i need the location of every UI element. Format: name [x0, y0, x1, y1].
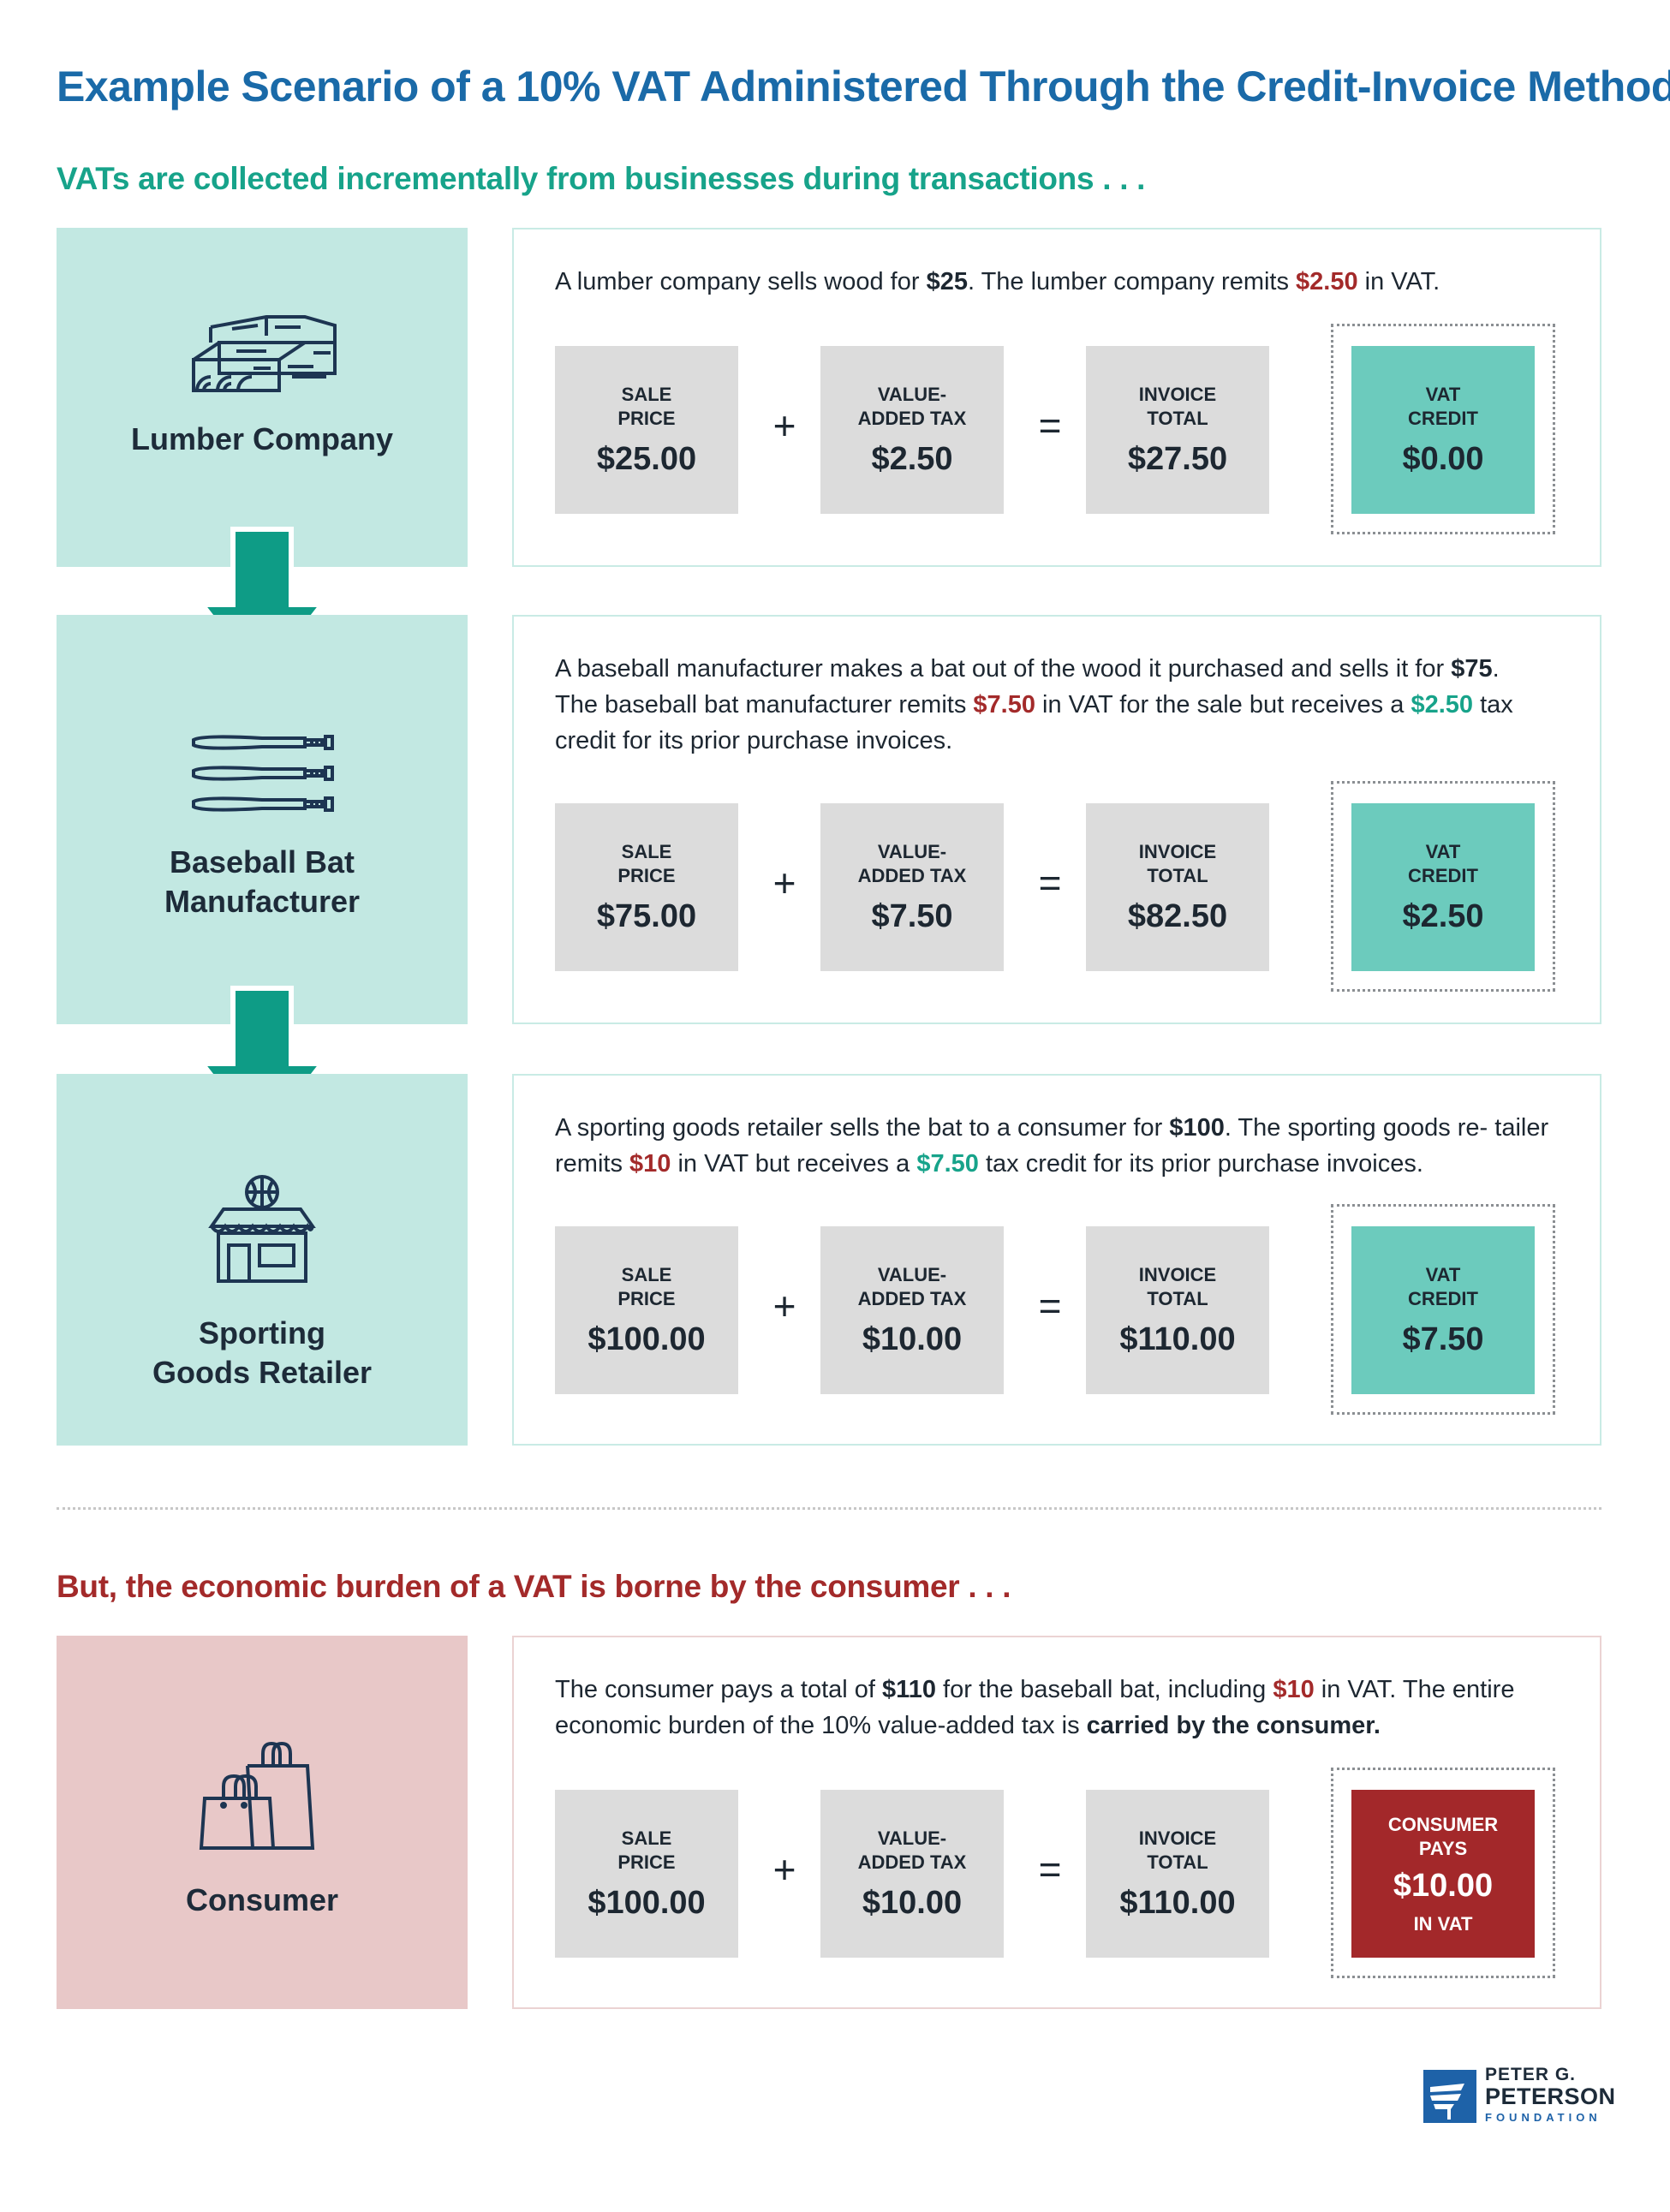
logo-line-3: FOUNDATION — [1485, 2111, 1601, 2124]
retailer-detail-panel: A sporting goods retailer sells the bat … — [512, 1074, 1601, 1446]
lumber-panel: Lumber Company — [57, 228, 468, 567]
torch-logo-icon — [1423, 2070, 1476, 2123]
lumber-detail-panel: A lumber company sells wood for $25. The… — [512, 228, 1601, 567]
storefront-icon — [206, 1173, 318, 1285]
vat-box: VALUE- ADDED TAX $7.50 — [820, 803, 1004, 971]
invoice-total-box: INVOICE TOTAL $110.00 — [1086, 1790, 1269, 1958]
consumer-pays-box: CONSUMER PAYS $10.00 IN VAT — [1351, 1790, 1535, 1958]
equals-sign: = — [1038, 861, 1062, 905]
subtitle-collection: VATs are collected incrementally from bu… — [57, 161, 1146, 196]
plus-sign: + — [772, 861, 796, 905]
logo-line-2: PETERSON — [1485, 2084, 1616, 2109]
baseball-bats-icon — [185, 731, 339, 817]
retailer-panel: Sporting Goods Retailer — [57, 1074, 468, 1446]
consumer-description: The consumer pays a total of $110 for th… — [555, 1676, 1515, 1739]
vat-box: VALUE- ADDED TAX $10.00 — [820, 1226, 1004, 1394]
vat-credit-frame — [1331, 1204, 1555, 1415]
subtitle-burden: But, the economic burden of a VAT is bor… — [57, 1569, 1011, 1604]
sale-price-box: SALE PRICE $100.00 — [555, 1790, 738, 1958]
invoice-total-box: INVOICE TOTAL $110.00 — [1086, 1226, 1269, 1394]
consumer-pays-frame — [1331, 1768, 1555, 1978]
stage-name-lumber: Lumber Company — [130, 421, 394, 456]
section-divider — [57, 1507, 1601, 1510]
stage-name-bat-manufacturer: Baseball Bat Manufacturer — [164, 844, 361, 919]
retailer-description: A sporting goods retailer sells the bat … — [555, 1114, 1549, 1178]
stage-name-retailer: Sporting Goods Retailer — [152, 1315, 373, 1390]
invoice-total-box: INVOICE TOTAL $82.50 — [1086, 803, 1269, 971]
vat-credit-box: VAT CREDIT $7.50 — [1351, 1226, 1535, 1394]
invoice-total-box: INVOICE TOTAL $27.50 — [1086, 346, 1269, 514]
page-title: Example Scenario of a 10% VAT Administer… — [57, 63, 1670, 110]
plus-sign: + — [772, 1847, 796, 1892]
shopping-bags-icon — [198, 1740, 326, 1851]
consumer-panel: Consumer — [57, 1636, 468, 2009]
sale-price-box: SALE PRICE $100.00 — [555, 1226, 738, 1394]
bat-manufacturer-detail-panel: A baseball manufacturer makes a bat out … — [512, 615, 1601, 1024]
plus-sign: + — [772, 1284, 796, 1328]
vat-credit-frame — [1331, 324, 1555, 534]
stage-name-consumer: Consumer — [185, 1882, 339, 1917]
equals-sign: = — [1038, 1284, 1062, 1328]
sale-price-box: SALE PRICE $75.00 — [555, 803, 738, 971]
vat-credit-box: VAT CREDIT $2.50 — [1351, 803, 1535, 971]
plus-sign: + — [772, 403, 796, 448]
vat-credit-frame — [1331, 781, 1555, 992]
equals-sign: = — [1038, 403, 1062, 448]
lumber-description: A lumber company sells wood for $25. The… — [555, 268, 1440, 295]
logo-line-1: PETER G. — [1485, 2065, 1577, 2084]
lumber-icon — [185, 310, 339, 396]
equals-sign: = — [1038, 1847, 1062, 1892]
bat-manufacturer-description: A baseball manufacturer makes a bat out … — [555, 655, 1513, 754]
vat-box: VALUE- ADDED TAX $2.50 — [820, 346, 1004, 514]
peterson-foundation-logo: PETER G. PETERSON FOUNDATION — [1423, 2066, 1616, 2127]
vat-credit-box: VAT CREDIT $0.00 — [1351, 346, 1535, 514]
sale-price-box: SALE PRICE $25.00 — [555, 346, 738, 514]
consumer-detail-panel: The consumer pays a total of $110 for th… — [512, 1636, 1601, 2009]
vat-box: VALUE- ADDED TAX $10.00 — [820, 1790, 1004, 1958]
bat-manufacturer-panel: Baseball Bat Manufacturer — [57, 615, 468, 1024]
